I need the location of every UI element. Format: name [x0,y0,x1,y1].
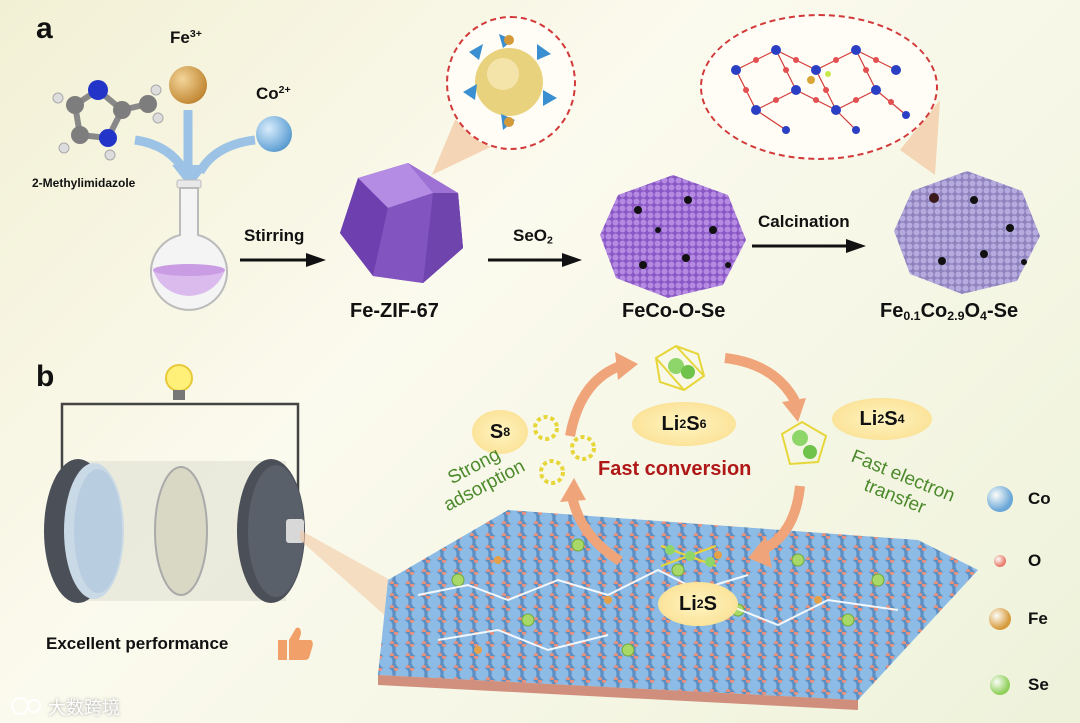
final-particle-icon [894,171,1040,294]
s8-rings-icon [533,415,596,485]
arrow-seo2-icon [488,253,582,267]
legend-label-o: O [1028,551,1042,570]
cycle-arrows-icon [560,352,806,568]
flask-icon [150,179,228,311]
legend-ball-fe [989,608,1011,630]
fast-conversion-label: Fast conversion [598,458,752,480]
legend-ball-se [990,675,1010,695]
final-product-label: Fe0.1Co2.9O4-Se [880,300,1019,324]
panel-a-letter: a [36,12,53,45]
zoom-cone-2 [900,100,940,175]
spinel-lattice-icon [731,45,910,134]
methylimidazole-molecule-icon [52,80,164,161]
watermark-logo-icon [11,697,41,715]
legend-ball-o [994,555,1006,567]
calcination-label: Calcination [758,212,850,231]
spinel-structure-zoom [700,14,938,160]
zoom-cone-battery [300,530,390,620]
panel-b-letter: b [36,360,55,393]
fe-ion-label: Fe3+ [170,28,202,47]
arrow-stirring-icon [240,253,326,267]
mixing-arrows-icon [134,110,256,188]
li2s-cluster-icon [660,545,717,567]
light-bulb-icon [165,364,193,400]
battery-caption: Excellent performance [46,634,229,653]
legend-label-fe: Fe [1028,609,1048,628]
fe-zif-67-label: Fe-ZIF-67 [350,300,439,322]
circuit-wire [60,402,300,528]
fe-ion-sphere [169,66,207,104]
seo2-label: SeO2 [513,226,553,247]
co-ion-sphere [256,116,292,152]
legend-ball-co [987,486,1013,512]
feco-o-se-particle-icon [600,175,746,298]
linker-label: 2-Methylimidazole [32,176,136,190]
legend-label-co: Co [1028,489,1051,508]
li2s4-cluster-icon [780,420,828,466]
stirring-label: Stirring [244,226,305,245]
watermark-text: 大数跨境 [48,698,120,718]
co-ion-label: Co2+ [256,84,291,103]
arrow-calcination-icon [752,239,866,253]
legend-label-se: Se [1028,675,1049,694]
li2s6-cluster-icon [654,344,706,392]
feco-o-se-label: FeCo-O-Se [622,300,726,322]
coin-cell-battery-icon [44,459,305,603]
thumbs-up-icon [278,627,313,660]
fe-zif-67-crystal-icon [340,163,463,283]
zif-cage-icon [463,34,557,130]
